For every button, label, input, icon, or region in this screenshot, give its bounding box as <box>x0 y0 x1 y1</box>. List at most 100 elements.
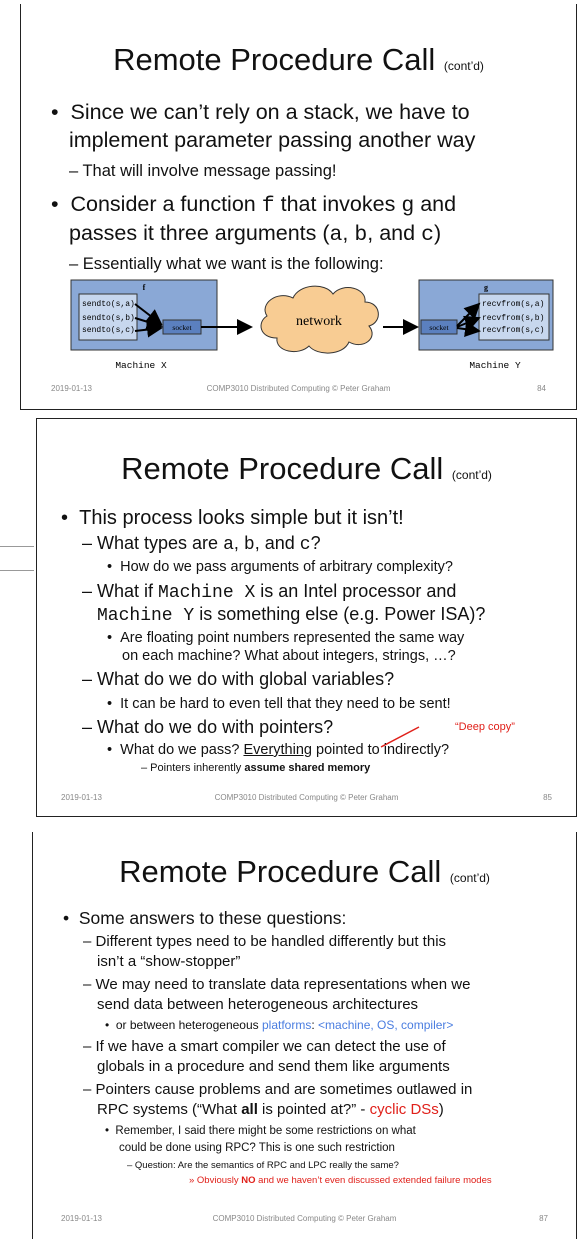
t: Consider a function <box>70 192 262 216</box>
annotation-deep-copy: “Deep copy” <box>455 721 515 733</box>
annotation-stroke <box>380 726 420 748</box>
line-11: • What do we pass? Everything pointed to… <box>107 742 450 758</box>
t: – What types are <box>82 533 224 553</box>
line-9: • It can be hard to even tell that they … <box>107 696 451 712</box>
slide-85: Remote Procedure Call (cont’d) • This pr… <box>36 418 577 817</box>
sendto-panel <box>78 293 138 341</box>
recvfrom-b: recvfrom(s,b) <box>482 314 544 323</box>
margin-line <box>0 546 34 547</box>
line-8: – What do we do with global variables? <box>82 669 395 689</box>
t: ) <box>433 221 442 245</box>
line-5: Machine Y is something else (e.g. Power … <box>97 604 485 626</box>
function-g-label: g <box>484 283 488 292</box>
underlined-everything: Everything <box>243 742 312 758</box>
slide-title-sub: (cont’d) <box>451 468 492 482</box>
t: is an Intel processor and <box>255 581 457 601</box>
slide-84: Remote Procedure Call (cont’d) • Since w… <box>20 4 577 410</box>
t: : <box>311 1018 319 1032</box>
t: or between heterogeneous <box>115 1018 262 1032</box>
line-10: – What do we do with pointers? <box>82 717 334 737</box>
bullet-1-sub: – That will involve message passing! <box>69 162 337 180</box>
bullet-2-line-2: passes it three arguments (a, b, and c) <box>69 221 441 247</box>
line-4: – What if Machine X is an Intel processo… <box>82 581 456 603</box>
line-3: isn’t a “show-stopper” <box>97 953 241 970</box>
function-f-label: f <box>143 283 146 292</box>
slide-title-sub: (cont’d) <box>449 871 490 885</box>
recvfrom-a: recvfrom(s,a) <box>482 300 544 309</box>
bullet-1-text-1: Since we can’t rely on a stack, we have … <box>70 100 470 124</box>
line-1: • This process looks simple but it isn’t… <box>61 507 404 529</box>
bold-no: NO <box>241 1175 256 1186</box>
slide-title: Remote Procedure Call (cont’d) <box>21 42 576 78</box>
slide-title-text: Remote Procedure Call <box>119 854 442 889</box>
t: How do we pass arguments of arbitrary co… <box>120 559 453 575</box>
code-b: b <box>243 535 255 555</box>
margin-line <box>0 570 34 571</box>
t: is something else (e.g. Power ISA)? <box>194 604 486 624</box>
line-1: • Some answers to these questions: <box>63 908 347 928</box>
code-g: g <box>401 194 415 218</box>
bullet-2-line-1: • Consider a function f that invokes g a… <box>51 192 457 218</box>
t: ) <box>438 1101 444 1118</box>
footer-course: COMP3010 Distributed Computing © Peter G… <box>206 384 391 393</box>
line-2: – What types are a, b, and c? <box>82 533 321 555</box>
slide-title-sub: (cont’d) <box>443 59 484 73</box>
t: – Pointers inherently <box>141 762 245 774</box>
line-6: • or between heterogeneous platforms: <m… <box>105 1018 454 1032</box>
line-13: – Question: Are the semantics of RPC and… <box>127 1160 399 1171</box>
sendto-b: sendto(s,b) <box>82 314 135 323</box>
line-6: • Are floating point numbers represented… <box>107 630 465 646</box>
line-2: – Different types need to be handled dif… <box>83 933 447 950</box>
slide-title: Remote Procedure Call (cont’d) <box>33 854 576 890</box>
bold-shared-memory: assume shared memory <box>244 762 371 774</box>
recvfrom-c: recvfrom(s,c) <box>482 326 544 335</box>
code-b: b <box>354 223 368 247</box>
slide-title-text: Remote Procedure Call <box>121 451 444 486</box>
t: , <box>342 221 355 245</box>
line-3: • How do we pass arguments of arbitrary … <box>107 559 453 575</box>
line-10: RPC systems (“What all is pointed at?” -… <box>97 1101 444 1118</box>
sendto-a: sendto(s,a) <box>82 300 135 309</box>
slide-title: Remote Procedure Call (cont’d) <box>37 451 576 487</box>
footer-page: 85 <box>543 793 552 802</box>
footer-date: 2019-01-13 <box>51 384 92 393</box>
t: that invokes <box>274 192 402 216</box>
footer-date: 2019-01-13 <box>61 793 102 802</box>
code-a: a <box>329 223 343 247</box>
t: Remember, I said there might be some res… <box>115 1125 416 1137</box>
slide-title-text: Remote Procedure Call <box>113 42 436 77</box>
sendto-c: sendto(s,c) <box>82 326 135 335</box>
t: Are floating point numbers represented t… <box>120 630 465 646</box>
footer-course: COMP3010 Distributed Computing © Peter G… <box>214 793 399 802</box>
t: RPC systems (“What <box>97 1101 242 1118</box>
line-11: • Remember, I said there might be some r… <box>105 1125 416 1137</box>
t: » Obviously <box>189 1175 242 1186</box>
blue-machine-os-compiler: <machine, OS, compiler> <box>318 1018 454 1032</box>
network-cloud <box>260 285 379 354</box>
line-7: on each machine? What about integers, st… <box>122 648 456 664</box>
socket-right-label: socket <box>429 323 449 332</box>
t: passes it three arguments ( <box>69 221 330 245</box>
footer-page: 84 <box>537 384 546 393</box>
t: It can be hard to even tell that they ne… <box>120 696 451 712</box>
bullet-2-sub: – Essentially what we want is the follow… <box>69 255 384 273</box>
bold-all: all <box>241 1101 258 1118</box>
t: and we haven’t even discussed extended f… <box>255 1175 492 1186</box>
line-5: send data between heterogeneous architec… <box>97 996 419 1013</box>
t: Some answers to these questions: <box>78 908 347 928</box>
t: , <box>233 533 244 553</box>
t: – What if <box>82 581 159 601</box>
code-c: c <box>421 223 434 247</box>
bullet-1-line-2: implement parameter passing another way <box>69 128 476 152</box>
code-machine-y: Machine Y <box>97 606 195 626</box>
t: , and <box>254 533 300 553</box>
t: , and <box>367 221 422 245</box>
line-12: – Pointers inherently assume shared memo… <box>141 762 370 774</box>
t: is pointed at?” - <box>257 1101 370 1118</box>
bullet-1-line-1: • Since we can’t rely on a stack, we hav… <box>51 100 470 124</box>
code-machine-x: Machine X <box>158 583 256 603</box>
line-7: – If we have a smart compiler we can det… <box>83 1038 446 1055</box>
footer-course: COMP3010 Distributed Computing © Peter G… <box>212 1214 397 1223</box>
t: and <box>414 192 457 216</box>
line-14: » Obviously NO and we haven’t even discu… <box>189 1175 492 1186</box>
